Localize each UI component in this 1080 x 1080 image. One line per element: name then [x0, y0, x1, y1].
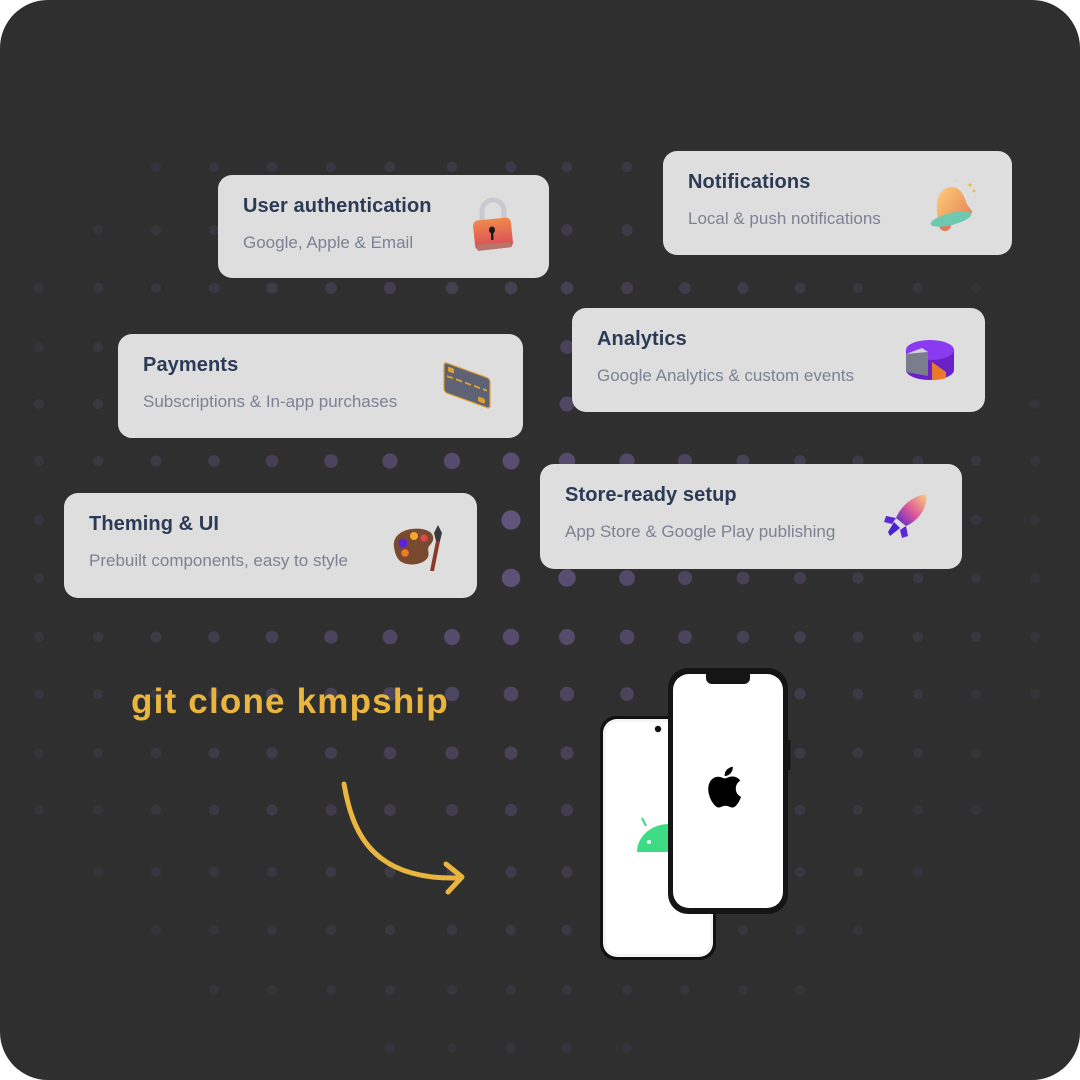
- iphone: [668, 668, 791, 914]
- feature-subtitle: Google, Apple & Email: [243, 233, 414, 252]
- git-clone-command: git clone kmpship: [131, 682, 449, 721]
- feature-card-payments: Payments Subscriptions & In-app purchase…: [118, 334, 523, 438]
- feature-title: Analytics: [597, 328, 687, 350]
- bell-icon: [930, 179, 977, 231]
- feature-subtitle: Google Analytics & custom events: [597, 366, 855, 385]
- apple-logo-icon: [708, 766, 742, 808]
- feature-card-user-authentication: User authentication Google, Apple & Emai…: [218, 175, 549, 278]
- rocket-icon: [884, 494, 927, 538]
- feature-card-notifications: Notifications Local & push notifications: [663, 151, 1012, 255]
- paint-palette-icon: [393, 525, 442, 571]
- android-logo-icon: [637, 817, 670, 852]
- device-mockups: [600, 668, 791, 960]
- feature-title: Theming & UI: [89, 513, 220, 535]
- curved-arrow-icon: [341, 781, 465, 895]
- feature-subtitle: Prebuilt components, easy to style: [89, 551, 348, 570]
- feature-title: Notifications: [688, 171, 811, 193]
- feature-title: User authentication: [243, 195, 432, 217]
- feature-card-store-ready-setup: Store-ready setup App Store & Google Pla…: [540, 464, 962, 569]
- feature-title: Store-ready setup: [565, 484, 737, 506]
- feature-subtitle: App Store & Google Play publishing: [565, 522, 836, 541]
- feature-card-theming-ui: Theming & UI Prebuilt components, easy t…: [64, 493, 477, 598]
- feature-title: Payments: [143, 354, 239, 376]
- feature-card-analytics: Analytics Google Analytics & custom even…: [572, 308, 985, 412]
- feature-subtitle: Local & push notifications: [688, 209, 881, 228]
- padlock-icon: [473, 197, 513, 251]
- credit-card-icon: [443, 362, 491, 409]
- pie-chart-icon: [906, 340, 954, 381]
- feature-subtitle: Subscriptions & In-app purchases: [143, 392, 398, 411]
